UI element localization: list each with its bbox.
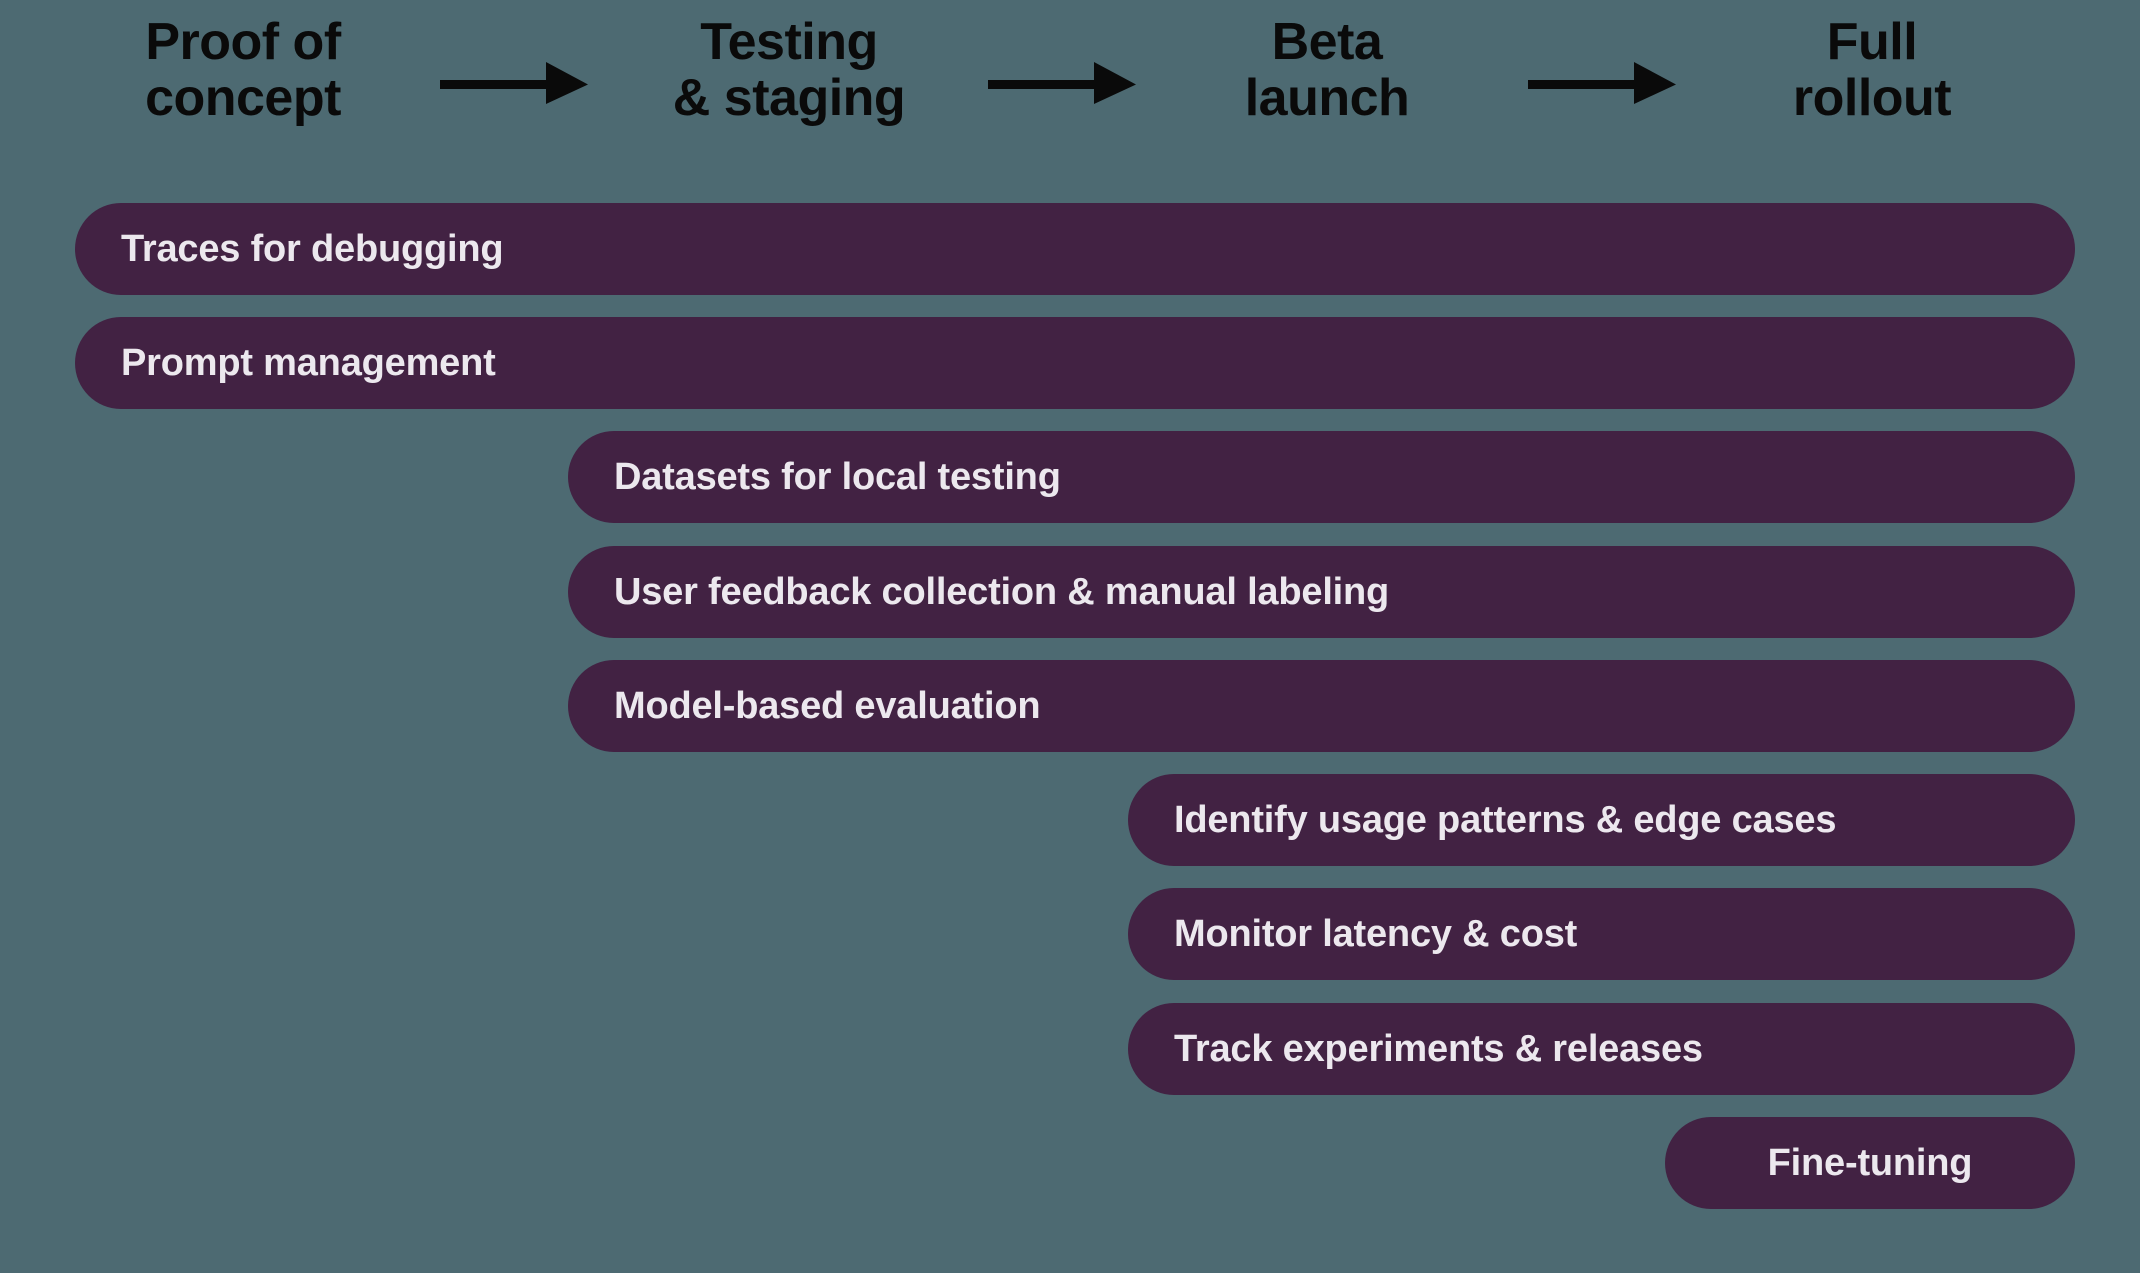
capability-bar: Monitor latency & cost <box>1128 888 2075 980</box>
capability-bar: Datasets for local testing <box>568 431 2075 523</box>
stage-beta-launch: Beta launch <box>1244 13 1410 128</box>
stage-testing-and-staging: Testing & staging <box>672 13 906 128</box>
capability-bar-label: Prompt management <box>121 342 496 384</box>
stage-proof-of-concept: Proof of concept <box>145 13 341 128</box>
capability-bar-label: Identify usage patterns & edge cases <box>1174 799 1837 841</box>
capability-bar: Fine-tuning <box>1665 1117 2075 1209</box>
capability-bar: User feedback collection & manual labeli… <box>568 546 2075 638</box>
capability-bar-label: Track experiments & releases <box>1174 1028 1703 1070</box>
capability-bar-label: Datasets for local testing <box>614 456 1061 498</box>
capability-bar-label: Fine-tuning <box>1767 1142 1973 1184</box>
capability-bar: Track experiments & releases <box>1128 1003 2075 1095</box>
arrow-1-icon <box>440 60 588 106</box>
capability-bar-label: Model-based evaluation <box>614 685 1041 727</box>
arrow-3-icon <box>1528 60 1676 106</box>
capability-bar: Prompt management <box>75 317 2075 409</box>
capability-bar: Identify usage patterns & edge cases <box>1128 774 2075 866</box>
stage-full-rollout: Full rollout <box>1792 13 1952 128</box>
capability-bar-label: User feedback collection & manual labeli… <box>614 571 1390 613</box>
arrow-2-icon <box>988 60 1136 106</box>
capability-bar-label: Monitor latency & cost <box>1174 913 1578 955</box>
capability-bar-label: Traces for debugging <box>121 228 504 270</box>
capability-bar: Model-based evaluation <box>568 660 2075 752</box>
capability-bar: Traces for debugging <box>75 203 2075 295</box>
